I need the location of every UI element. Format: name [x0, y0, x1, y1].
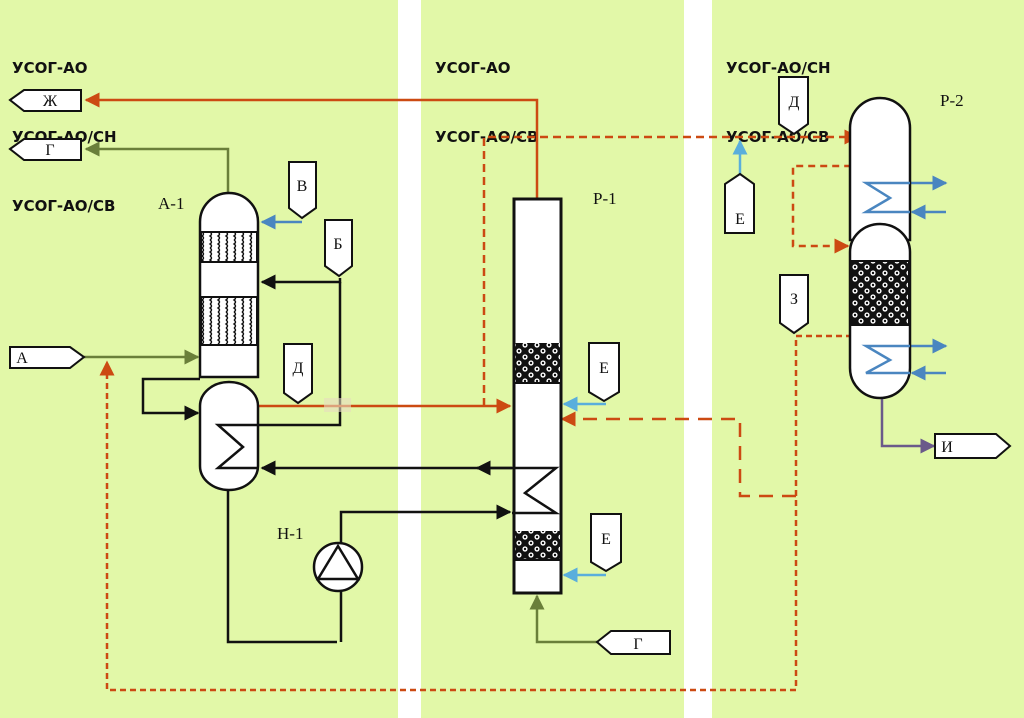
- equipment-label-n1: Н-1: [277, 524, 303, 543]
- stream-tag-e-r1-upper-label: Е: [599, 360, 609, 377]
- line-z: [99, 334, 852, 692]
- zone-1-title-line: УСОГ-АО/СВ: [12, 197, 116, 215]
- stream-tag-a-label: А: [16, 350, 28, 367]
- absorber-a1[interactable]: [198, 191, 260, 492]
- line-i: [880, 399, 936, 454]
- stream-tag-z[interactable]: З: [779, 274, 809, 335]
- stream-tag-g-in-label: Г: [633, 636, 642, 653]
- line-a1-loop: [141, 377, 200, 421]
- absorber-a1-heater-icon: [214, 423, 258, 470]
- stream-tag-g-out[interactable]: Г: [8, 138, 82, 161]
- reactor-r2-upper-shell: [848, 96, 912, 242]
- line-zh: [84, 92, 539, 198]
- absorber-a1-packing-lower: [200, 296, 258, 346]
- line-g-r1: [529, 594, 597, 644]
- zone-2-title-line: УСОГ-АО/СВ: [435, 128, 539, 146]
- stream-tag-g-in[interactable]: Г: [595, 630, 671, 655]
- reactor-r2-catalyst: [850, 260, 910, 326]
- stream-tag-b-label: Б: [333, 236, 342, 253]
- stream-tag-i[interactable]: И: [934, 433, 1012, 459]
- zone-2-title-line: УСОГ-АО: [435, 59, 511, 77]
- reactor-r2-cooler-2-icon: [861, 344, 910, 375]
- stream-tag-d-a1-label: Д: [293, 360, 304, 377]
- reactor-r2[interactable]: [848, 96, 912, 400]
- stream-tag-d-a1[interactable]: Д: [283, 343, 313, 405]
- zone-2-title: УСОГ-АО УСОГ-АО/СВ: [435, 11, 538, 172]
- line-r2-to-r1: [560, 411, 796, 498]
- pump-triangle-icon: [315, 543, 361, 581]
- line-g-out: [84, 141, 230, 198]
- equipment-label-r1: Р-1: [593, 189, 617, 208]
- line-pump-to-r1: [339, 504, 512, 550]
- reactor-r1-exchanger-icon: [512, 466, 561, 515]
- stream-tag-zh-label: Ж: [43, 93, 58, 110]
- stream-tag-i-label: И: [941, 439, 953, 456]
- equipment-label-a1: А-1: [158, 194, 184, 213]
- reactor-r2-cooler-1-icon: [861, 181, 910, 214]
- stream-tag-e-r1-lower[interactable]: Е: [590, 513, 622, 573]
- junction-highlight: [324, 398, 351, 412]
- reactor-r1-shell: [512, 197, 563, 595]
- stream-tag-e-r2[interactable]: Е: [724, 172, 755, 234]
- stream-tag-d-r2[interactable]: Д: [778, 76, 809, 136]
- absorber-a1-packing-upper: [200, 231, 258, 263]
- reactor-r1-catalyst-upper: [515, 343, 560, 383]
- reactor-r1-catalyst-lower: [515, 531, 560, 560]
- stream-tag-v-label: В: [297, 178, 308, 195]
- stream-tag-g-out-label: Г: [45, 142, 54, 159]
- stream-tag-a[interactable]: А: [9, 346, 86, 369]
- stream-tag-b[interactable]: Б: [324, 219, 353, 278]
- zone-1-title-line: УСОГ-АО: [12, 59, 88, 77]
- pump-n1[interactable]: [312, 541, 364, 593]
- stream-tag-z-label: З: [790, 291, 798, 308]
- zone-3-title-line: УСОГ-АО/СН: [726, 59, 831, 77]
- reactor-r1[interactable]: [512, 197, 563, 595]
- stream-tag-zh[interactable]: Ж: [8, 89, 82, 112]
- pump-n1-body: [312, 541, 364, 593]
- stream-tag-d-r2-label: Д: [789, 94, 800, 111]
- stream-tag-e-r1-lower-label: Е: [601, 531, 611, 548]
- equipment-label-r2: Р-2: [940, 91, 964, 110]
- stream-tag-e-r2-label: Е: [735, 211, 745, 228]
- line-a1-to-pump: [226, 490, 337, 644]
- absorber-a1-shell: [198, 191, 260, 379]
- line-b-return: [258, 282, 342, 427]
- stream-tag-v[interactable]: В: [288, 161, 317, 220]
- stream-tag-e-r1-upper[interactable]: Е: [588, 342, 620, 403]
- line-b: [260, 274, 342, 290]
